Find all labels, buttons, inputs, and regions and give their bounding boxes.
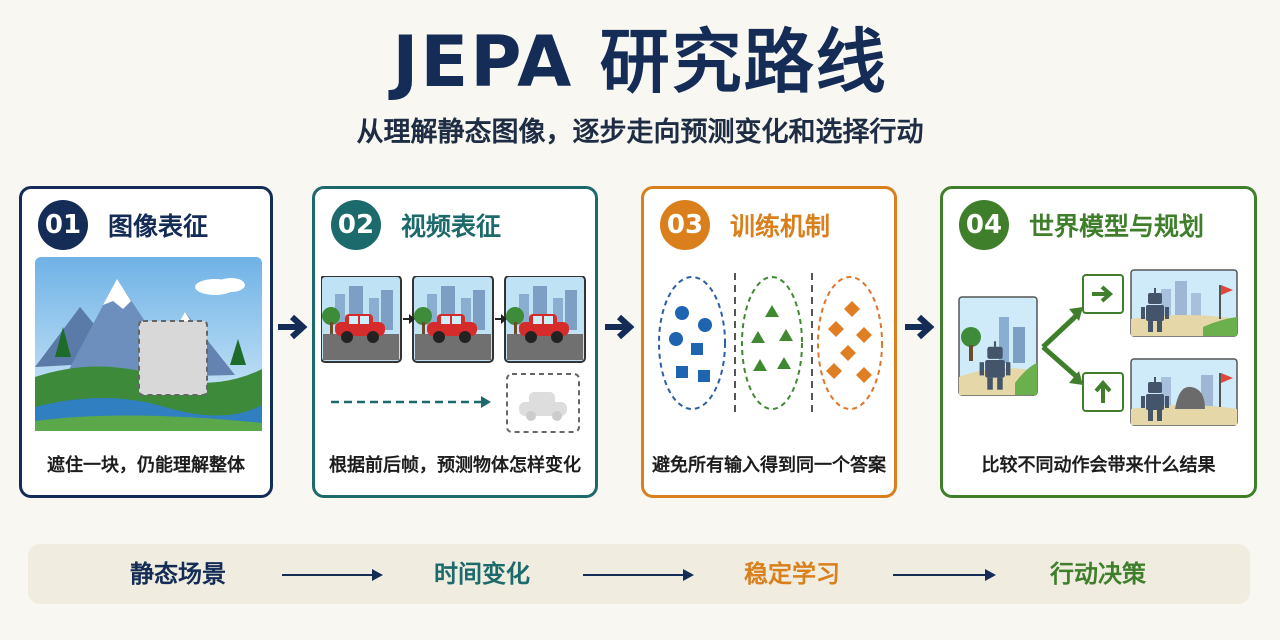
card-header: 03 训练机制 bbox=[660, 199, 830, 251]
flow-step-temporal-change: 时间变化 bbox=[434, 560, 530, 588]
arrow-right-icon bbox=[583, 569, 694, 581]
page-subtitle: 从理解静态图像，逐步走向预测变化和选择行动 bbox=[356, 117, 924, 148]
arrow-right-icon bbox=[893, 569, 996, 581]
step-number-badge: 04 bbox=[959, 200, 1009, 250]
card-training-mechanism: 03 训练机制 避免所有输入得到同一个答案 bbox=[641, 186, 897, 498]
step-number-badge: 01 bbox=[38, 200, 88, 250]
flow-step-static-scene: 静态场景 bbox=[130, 560, 226, 588]
robot-planning-icon bbox=[958, 269, 1238, 426]
card-title: 训练机制 bbox=[730, 212, 831, 241]
car-video-frames-icon bbox=[321, 276, 586, 433]
card-caption: 避免所有输入得到同一个答案 bbox=[652, 455, 886, 476]
card-title: 图像表征 bbox=[108, 212, 209, 241]
card-video-representation: 02 视频表征 根据前后 bbox=[312, 186, 598, 498]
flow-step-stable-learning: 稳定学习 bbox=[744, 560, 840, 588]
arrow-right-icon bbox=[282, 569, 383, 581]
card-header: 04 世界模型与规划 bbox=[959, 199, 1204, 251]
card-world-model-planning: 04 世界模型与规划 bbox=[940, 186, 1257, 498]
card-title: 视频表征 bbox=[401, 212, 502, 241]
card-title: 世界模型与规划 bbox=[1029, 212, 1205, 241]
arrow-right-icon bbox=[605, 314, 635, 340]
card-caption: 遮住一块，仍能理解整体 bbox=[47, 455, 245, 476]
arrow-right-icon bbox=[278, 314, 308, 340]
card-caption: 比较不同动作会带来什么结果 bbox=[981, 455, 1216, 476]
page-title: JEPA 研究路线 bbox=[392, 21, 888, 103]
step-number-badge: 03 bbox=[660, 200, 710, 250]
shape-clusters-icon bbox=[658, 273, 883, 415]
step-number-badge: 02 bbox=[331, 200, 381, 250]
summary-flow-bar: 静态场景 时间变化 稳定学习 行动决策 bbox=[28, 544, 1250, 604]
mountain-mask-image-icon bbox=[35, 257, 262, 431]
card-header: 01 图像表征 bbox=[38, 199, 208, 251]
card-caption: 根据前后帧，预测物体怎样变化 bbox=[329, 455, 581, 476]
card-image-representation: 01 图像表征 遮住一块，仍能理解整体 bbox=[19, 186, 273, 498]
arrow-right-icon bbox=[905, 314, 935, 340]
card-header: 02 视频表征 bbox=[331, 199, 501, 251]
flow-step-action-decision: 行动决策 bbox=[1050, 560, 1146, 588]
